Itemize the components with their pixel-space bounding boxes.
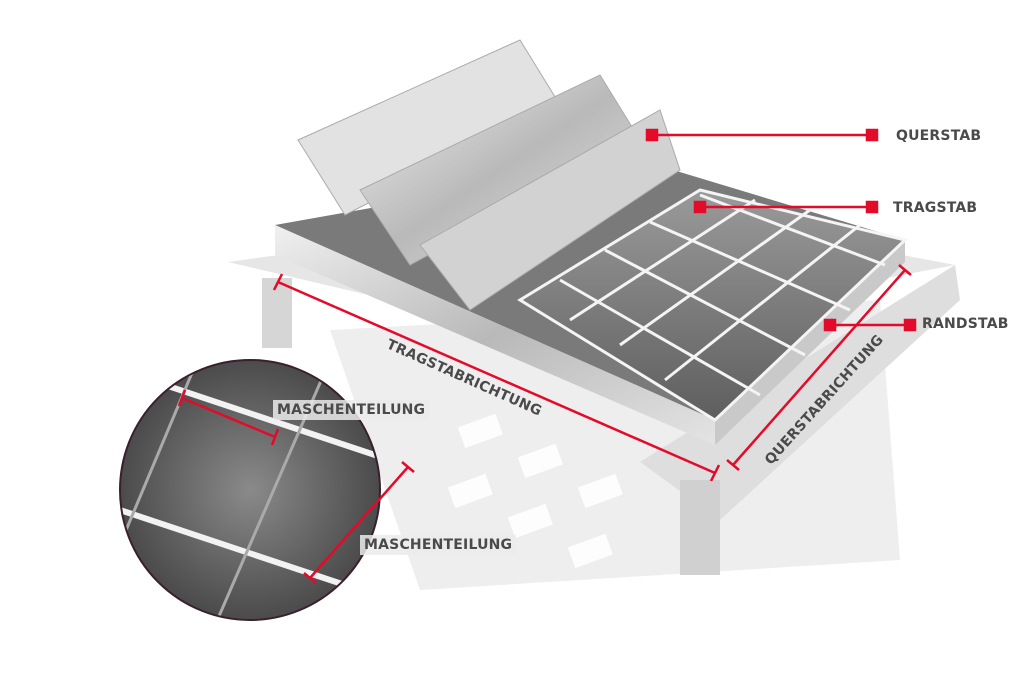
label-randstab: RANDSTAB [922,316,1009,332]
label-maschenteilung-2: MASCHENTEILUNG [360,535,517,555]
detail-magnifier [119,359,381,621]
lifted-bars [297,39,681,311]
grating-cells [517,188,909,422]
label-querstab: QUERSTAB [896,128,982,144]
label-maschenteilung-1: MASCHENTEILUNG [273,400,430,420]
label-tragstab: TRAGSTAB [893,200,978,216]
annotation-lines [177,128,917,584]
